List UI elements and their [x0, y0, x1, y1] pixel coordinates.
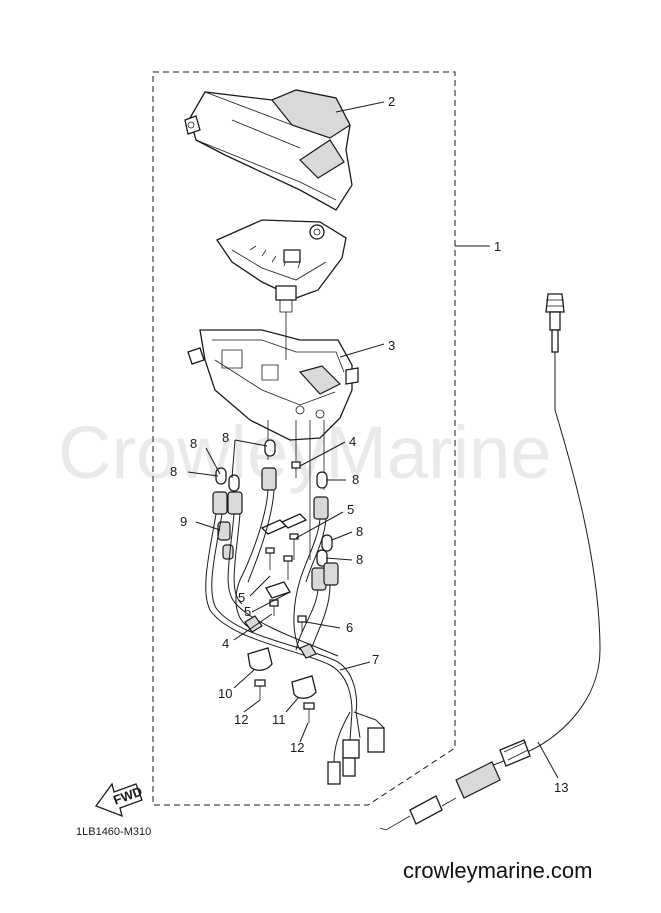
callout-7: 7 — [372, 652, 379, 667]
callout-labels: 2 1 3 4 8 8 8 8 9 5 8 8 5 5 6 4 7 10 12 … — [170, 94, 568, 795]
callout-5-lower: 5 — [244, 604, 251, 619]
speedometer-cable — [379, 293, 601, 831]
callout-5-left: 5 — [238, 590, 245, 605]
callout-13: 13 — [554, 780, 568, 795]
callout-8-d: 8 — [352, 472, 359, 487]
callout-4-upper: 4 — [349, 434, 356, 449]
callout-3: 3 — [388, 338, 395, 353]
meter-cover — [184, 89, 353, 211]
callout-12-right: 12 — [290, 740, 304, 755]
callout-8-a: 8 — [190, 436, 197, 451]
leader-lines — [187, 101, 559, 779]
diagram-code: 1LB1460-M310 — [76, 826, 152, 838]
clamp-11 — [291, 675, 317, 699]
fwd-arrow-icon: FWD — [94, 782, 144, 818]
callout-8-c: 8 — [170, 464, 177, 479]
meter-case — [187, 329, 359, 441]
callout-5-right: 5 — [347, 502, 354, 517]
wire-harness — [205, 489, 385, 785]
callout-12-left: 12 — [234, 712, 248, 727]
terminal-plates — [260, 513, 308, 599]
callout-4-lower: 4 — [222, 636, 229, 651]
bulb-8-d — [316, 471, 328, 489]
callout-2: 2 — [388, 94, 395, 109]
bulb-8-e — [321, 534, 333, 552]
callout-11: 11 — [272, 712, 286, 727]
screws — [254, 461, 315, 723]
bulb-8-c — [264, 439, 276, 457]
footer-url[interactable]: crowleymarine.com — [403, 858, 593, 883]
bulb-sockets — [212, 467, 339, 591]
meter-face — [216, 219, 347, 330]
callout-1: 1 — [494, 239, 501, 254]
callout-10: 10 — [218, 686, 232, 701]
callout-8-e: 8 — [356, 524, 363, 539]
callout-8-b: 8 — [222, 430, 229, 445]
assembly-boundary — [152, 71, 456, 806]
clamp-10 — [247, 647, 273, 671]
callout-8-f: 8 — [356, 552, 363, 567]
callout-9: 9 — [180, 514, 187, 529]
callout-6: 6 — [346, 620, 353, 635]
bulb-8-b — [228, 474, 240, 492]
